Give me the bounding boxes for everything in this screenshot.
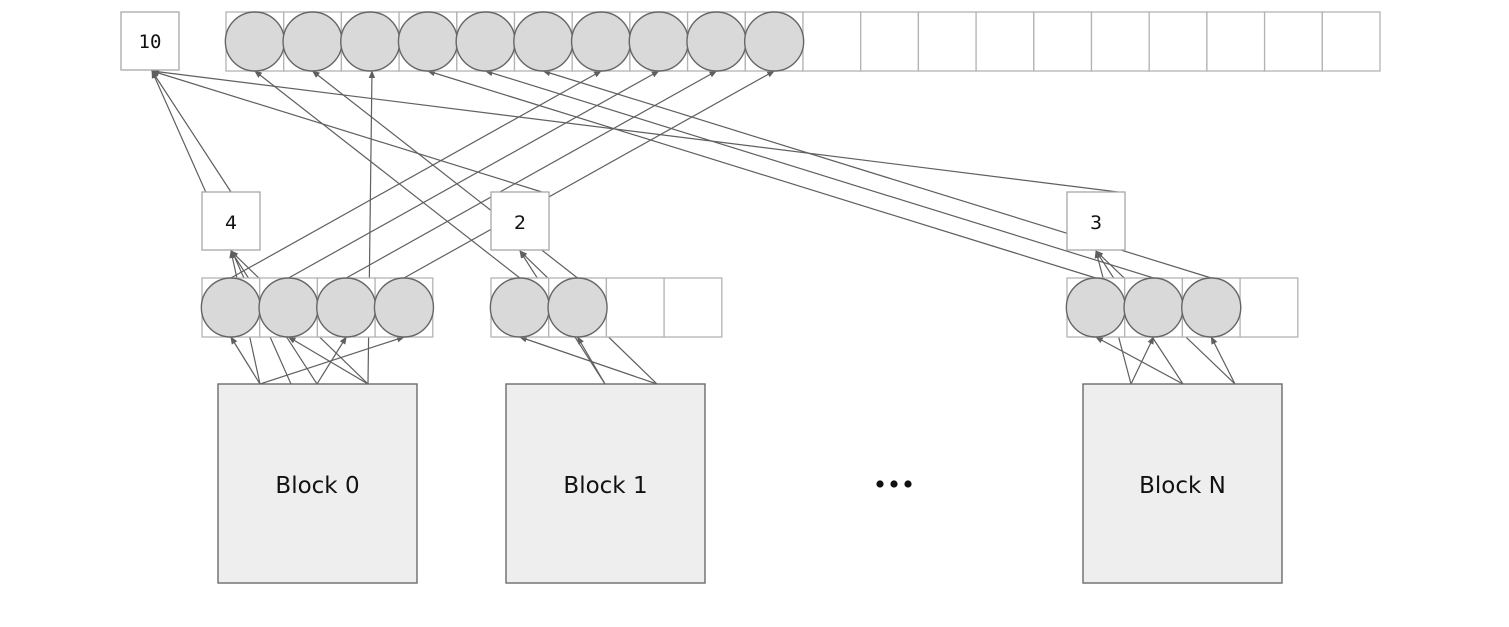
- block-label-1: Block 1: [563, 473, 647, 499]
- edge-arrow: [151, 68, 1119, 193]
- block-label-n: Block N: [1139, 473, 1226, 499]
- local-counter-box-n: [1066, 191, 1126, 251]
- local-array-0-item: [316, 277, 377, 338]
- global-array-cell: [1321, 11, 1381, 72]
- local-counter-label-0: 4: [225, 212, 237, 234]
- local-array-0: [200, 277, 435, 338]
- global-array-cell: [917, 11, 977, 72]
- edge-arrow: [577, 336, 606, 385]
- global-array-item: [686, 11, 747, 72]
- global-counter: 10: [120, 11, 180, 71]
- block-group-1: 2 Block 1: [489, 191, 723, 584]
- ellipsis-dot: [890, 480, 898, 488]
- global-array-cell: [1263, 11, 1323, 72]
- edge-arrow: [254, 70, 521, 279]
- global-array-item: [743, 11, 805, 72]
- edge-arrow: [518, 336, 658, 385]
- local-array-1-item: [547, 277, 608, 338]
- global-array-cell: [1206, 11, 1266, 72]
- local-array-2-item: [1123, 277, 1184, 338]
- global-array-cell: [1033, 11, 1093, 72]
- edges-layer: [151, 68, 1236, 385]
- global-array-item: [513, 11, 574, 72]
- local-array-0-item: [373, 277, 435, 338]
- global-array-item: [570, 11, 632, 72]
- global-array: [224, 11, 1381, 72]
- global-array-item: [397, 11, 459, 72]
- local-array-2-item: [1065, 277, 1127, 338]
- edge-arrow: [1210, 336, 1236, 385]
- local-counter-label-n: 3: [1090, 212, 1102, 234]
- block-n: [1082, 383, 1283, 584]
- global-array-item: [628, 11, 689, 72]
- ellipsis: [876, 480, 912, 488]
- local-counter-box-1: [490, 191, 550, 251]
- edge-arrow: [484, 70, 1154, 279]
- local-array-2-cell: [1239, 277, 1299, 338]
- local-array-1-cell: [663, 277, 723, 338]
- ellipsis-dot: [876, 480, 884, 488]
- block-label-0: Block 0: [275, 473, 359, 499]
- local-array-0-item: [200, 277, 262, 338]
- local-array-0-item: [258, 277, 319, 338]
- local-counter-box-0: [201, 191, 261, 251]
- block-1: [505, 383, 706, 584]
- block-group-0: 4 Block 0: [200, 191, 435, 584]
- global-array-item: [282, 11, 343, 72]
- edge-arrow: [288, 70, 660, 279]
- global-array-cell: [802, 11, 862, 72]
- global-array-item: [340, 11, 401, 72]
- global-counter-box: [120, 11, 180, 71]
- edge-arrow: [1094, 336, 1184, 385]
- global-array-cell: [975, 11, 1035, 72]
- local-array-n: [1065, 277, 1299, 338]
- global-array-cell: [1090, 11, 1150, 72]
- local-array-1-item: [489, 277, 551, 338]
- local-array-1: [489, 277, 723, 338]
- global-array-cell: [860, 11, 920, 72]
- edge-arrow: [151, 70, 232, 193]
- edge-arrow: [259, 336, 405, 385]
- global-counter-label: 10: [139, 31, 162, 53]
- block-group-n: 3 Block N: [1065, 191, 1299, 584]
- block-0: [217, 383, 418, 584]
- edge-arrow: [151, 70, 543, 193]
- edge-arrow: [287, 336, 369, 385]
- edge-arrow: [230, 336, 261, 385]
- local-counter-label-1: 2: [514, 212, 526, 234]
- edge-arrow: [1130, 336, 1155, 385]
- global-array-item: [455, 11, 516, 72]
- local-array-2-item: [1181, 277, 1242, 338]
- ellipsis-dot: [904, 480, 912, 488]
- edge-arrow: [403, 70, 776, 279]
- global-array-cell: [1148, 11, 1208, 72]
- local-array-1-cell: [605, 277, 665, 338]
- edge-arrow: [426, 70, 1097, 279]
- global-array-item: [224, 11, 286, 72]
